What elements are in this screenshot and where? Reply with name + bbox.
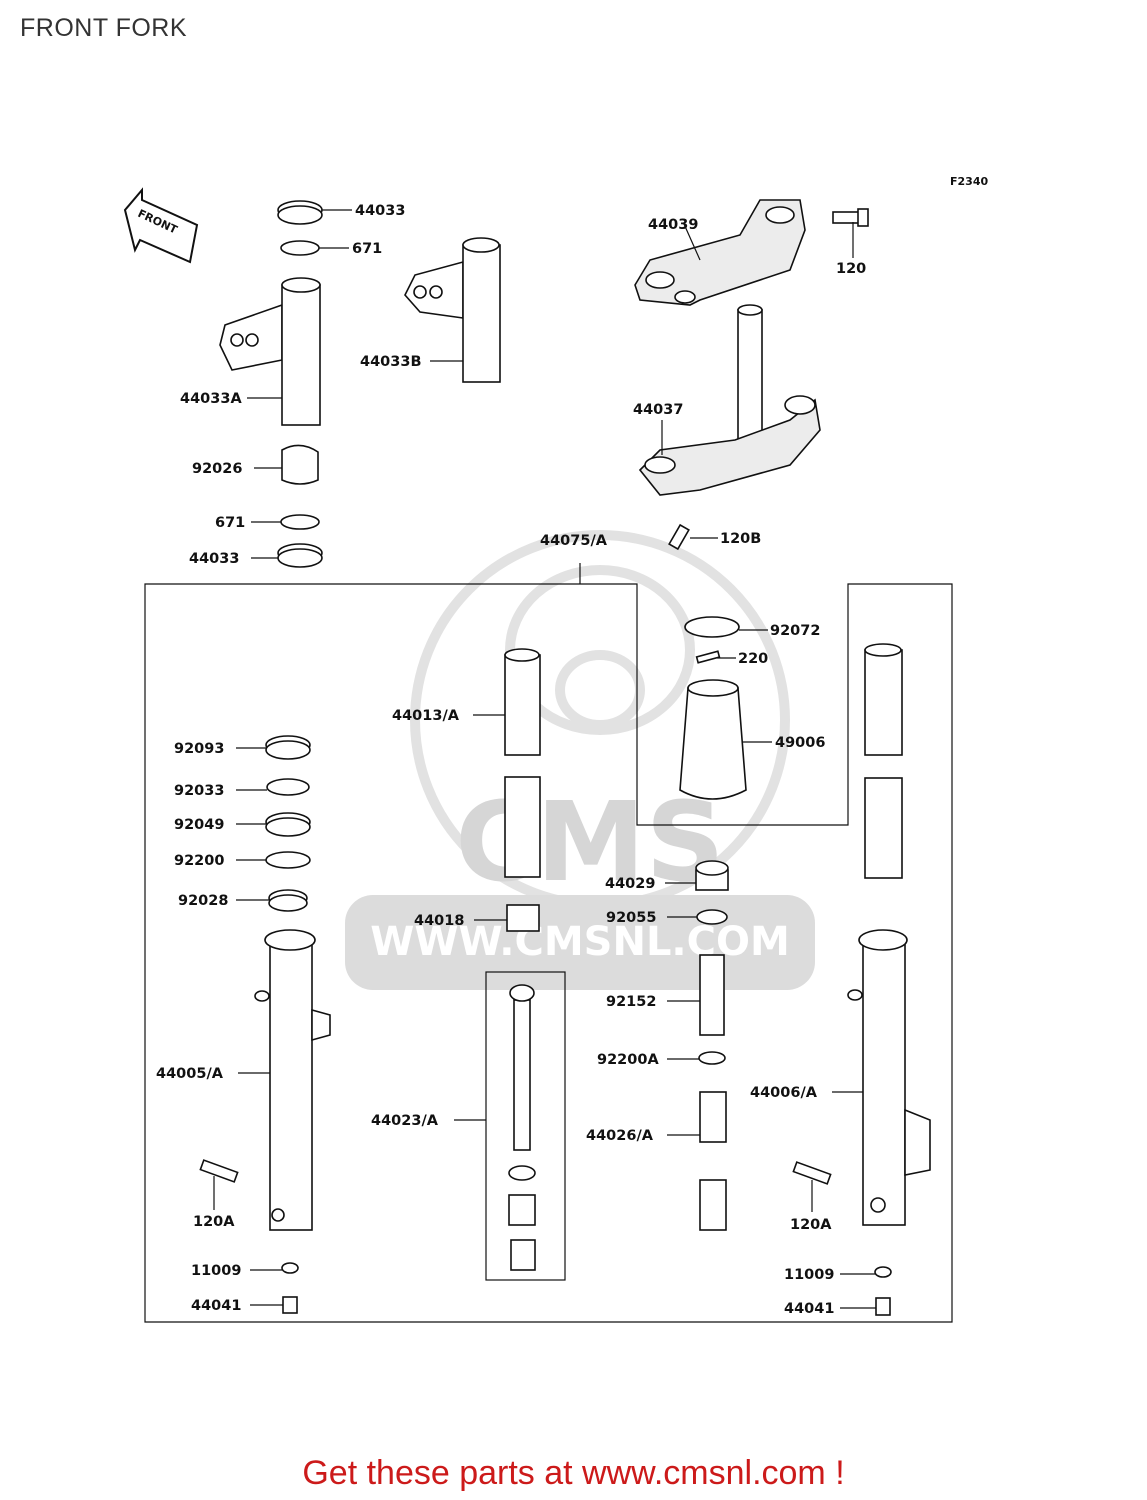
fork-tube-44033A xyxy=(219,277,321,426)
o-ring-671-bottom xyxy=(280,514,320,530)
label-44013A: 44013/A xyxy=(392,708,460,724)
label-44037: 44037 xyxy=(633,402,683,418)
label-220: 220 xyxy=(738,651,768,667)
label-120A-right: 120A xyxy=(790,1217,832,1233)
cmsnl-watermark: CMS WWW.CMSNL.COM xyxy=(345,530,815,990)
label-92049: 92049 xyxy=(174,817,224,833)
label-92200A: 92200A xyxy=(597,1052,659,1068)
figure-code: F2340 xyxy=(950,175,988,188)
washer-92200 xyxy=(265,851,311,869)
label-44026A: 44026/A xyxy=(586,1128,654,1144)
bolt-120A-left xyxy=(199,1159,239,1183)
front-fork-exploded-diagram: CMS WWW.CMSNL.COM F2340 FRONT xyxy=(123,175,988,1323)
label-44075A: 44075/A xyxy=(540,533,608,549)
o-ring-92055 xyxy=(696,909,728,925)
page-title: FRONT FORK xyxy=(20,14,188,42)
fork-assembly-frame xyxy=(144,563,953,1323)
screw-220 xyxy=(695,650,721,664)
label-120: 120 xyxy=(836,261,866,277)
retaining-ring-92033 xyxy=(266,778,310,796)
leader-lines xyxy=(213,209,876,1309)
label-44018: 44018 xyxy=(414,913,464,929)
front-direction-arrow-icon: FRONT xyxy=(123,187,199,264)
dust-cover-92026 xyxy=(281,444,319,485)
label-671-bottom: 671 xyxy=(215,515,245,531)
label-92026: 92026 xyxy=(192,461,242,477)
label-44023A: 44023/A xyxy=(371,1113,439,1129)
label-44033-top: 44033 xyxy=(355,203,405,219)
fork-tube-44033B xyxy=(404,237,501,383)
label-92200: 92200 xyxy=(174,853,224,869)
label-11009-left: 11009 xyxy=(191,1263,241,1279)
stem-bracket-44037 xyxy=(638,304,821,496)
gasket-11009-left xyxy=(281,1262,299,1274)
guide-44018 xyxy=(506,904,540,932)
label-92033: 92033 xyxy=(174,783,224,799)
bolt-44041-left xyxy=(282,1296,298,1314)
o-ring-671-top xyxy=(280,240,320,256)
bolt-120 xyxy=(832,208,869,227)
label-44041-left: 44041 xyxy=(191,1298,241,1314)
cap-bolt-44029 xyxy=(695,860,729,891)
watermark-logo-text: CMS xyxy=(455,778,724,906)
label-92055: 92055 xyxy=(606,910,656,926)
label-44033-bottom: 44033 xyxy=(189,551,239,567)
outer-tube-44006A xyxy=(847,929,931,1226)
label-120B: 120B xyxy=(720,531,761,547)
cylinder-44023A xyxy=(508,984,536,1271)
inner-tube-right xyxy=(864,643,903,879)
label-44033A: 44033A xyxy=(180,391,242,407)
collar-92152 xyxy=(699,954,725,1036)
outer-tube-44005A xyxy=(254,929,331,1231)
label-44006A: 44006/A xyxy=(750,1085,818,1101)
label-11009-right: 11009 xyxy=(784,1267,834,1283)
clamp-92072 xyxy=(684,616,740,638)
label-120A-left: 120A xyxy=(193,1214,235,1230)
label-44033B: 44033B xyxy=(360,354,422,370)
label-92093: 92093 xyxy=(174,741,224,757)
bolt-44041-right xyxy=(875,1297,891,1316)
bolt-120A-right xyxy=(792,1161,832,1185)
upper-bracket-44039 xyxy=(634,199,806,306)
label-671-top: 671 xyxy=(352,241,382,257)
inner-tube-44013A xyxy=(504,648,541,878)
label-92072: 92072 xyxy=(770,623,820,639)
boot-49006 xyxy=(679,679,747,800)
spring-44026A xyxy=(699,1091,727,1231)
footer-cta-link[interactable]: Get these parts at www.cmsnl.com ! xyxy=(302,1454,845,1492)
label-44029: 44029 xyxy=(605,876,655,892)
washer-92200A xyxy=(698,1051,726,1065)
label-92028: 92028 xyxy=(178,893,228,909)
label-44005A: 44005/A xyxy=(156,1066,224,1082)
bolt-120B xyxy=(668,523,690,551)
part-number-labels: 44033 671 44033A 44033B 92026 671 44033 … xyxy=(156,203,866,1317)
gasket-11009-right xyxy=(874,1266,892,1278)
label-92152: 92152 xyxy=(606,994,656,1010)
label-44041-right: 44041 xyxy=(784,1301,834,1317)
label-49006: 49006 xyxy=(775,735,825,751)
label-44039: 44039 xyxy=(648,217,698,233)
